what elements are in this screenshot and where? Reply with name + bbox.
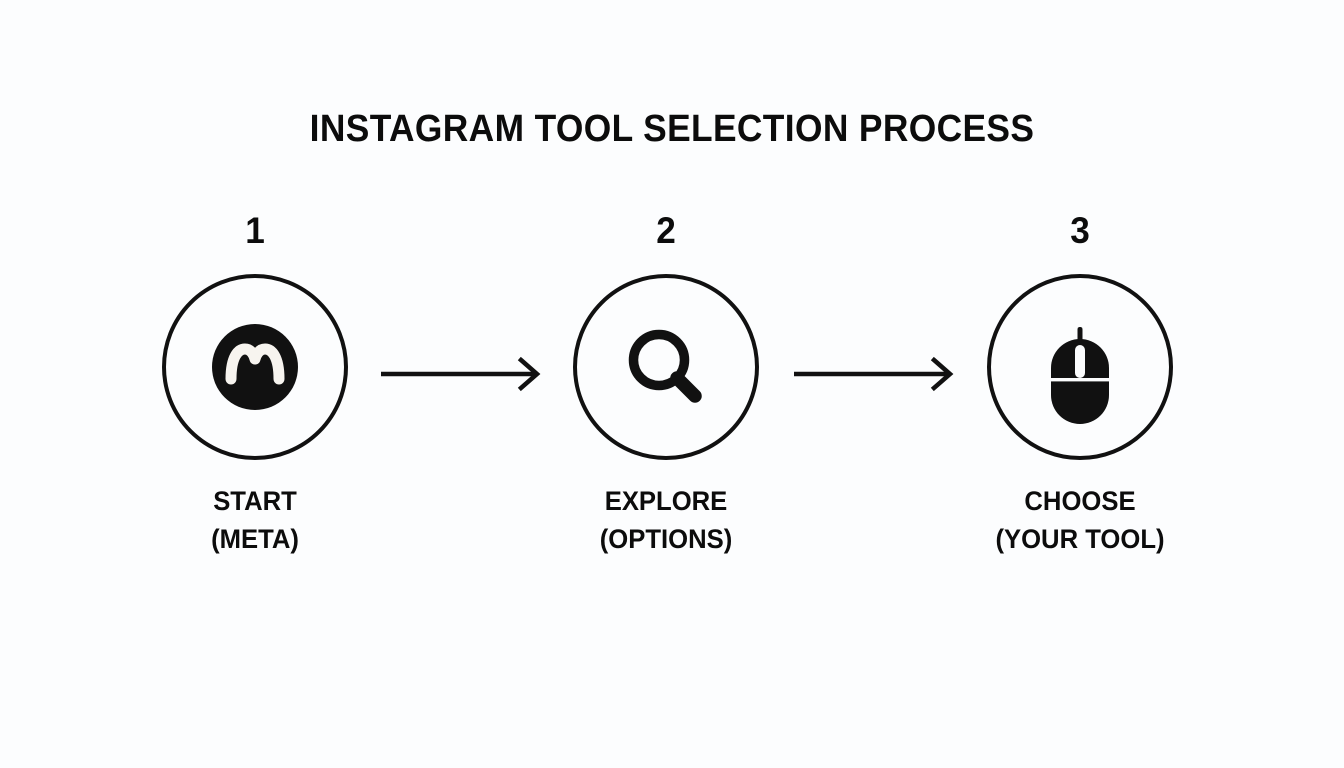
step-number-1: 1 bbox=[245, 210, 265, 251]
step-circle-2 bbox=[573, 274, 759, 460]
step-label-2-secondary: (OPTIONS) bbox=[599, 524, 733, 555]
step-label-3: CHOOSE (YOUR TOOL) bbox=[957, 482, 1204, 559]
process-step-2[interactable]: 2 EXPLORE (OPTIONS) bbox=[536, 212, 796, 559]
page-title: INSTAGRAM TOOL SELECTION PROCESS bbox=[309, 108, 1035, 150]
arrow-step2-to-step3 bbox=[794, 356, 954, 392]
step-label-1-secondary: (META) bbox=[211, 524, 299, 555]
step-label-1: START (META) bbox=[132, 482, 379, 559]
step-number-3: 3 bbox=[1070, 210, 1090, 251]
step-label-3-secondary: (YOUR TOOL) bbox=[995, 524, 1165, 555]
meta-logo-icon bbox=[212, 324, 298, 410]
step-circle-3 bbox=[987, 274, 1173, 460]
step-label-2: EXPLORE (OPTIONS) bbox=[543, 482, 790, 559]
step-label-2-primary: EXPLORE bbox=[604, 486, 728, 516]
arrow-step1-to-step2 bbox=[381, 356, 541, 392]
step-number-2: 2 bbox=[656, 210, 676, 251]
computer-mouse-icon bbox=[1051, 327, 1109, 424]
step-circle-1 bbox=[162, 274, 348, 460]
process-step-1[interactable]: 1 START (META) bbox=[125, 212, 385, 559]
magnifier-icon bbox=[628, 329, 702, 403]
step-label-1-primary: START bbox=[213, 486, 297, 516]
step-label-3-primary: CHOOSE bbox=[1024, 486, 1136, 516]
process-step-3[interactable]: 3 CHOOSE (YOUR TOOL) bbox=[950, 212, 1210, 559]
